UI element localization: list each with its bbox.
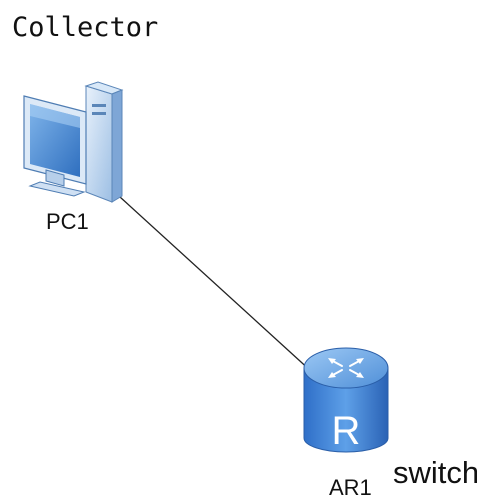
- ar1-label: AR1: [329, 475, 372, 500]
- switch-annotation: switch: [393, 455, 477, 490]
- router-icon[interactable]: [303, 347, 389, 453]
- link-pc1-ar1: [119, 196, 313, 373]
- router-symbol: R: [332, 409, 361, 453]
- diagram-title: Collector: [12, 12, 159, 43]
- desktop-computer-icon[interactable]: [23, 81, 124, 203]
- pc1-label: PC1: [46, 209, 89, 234]
